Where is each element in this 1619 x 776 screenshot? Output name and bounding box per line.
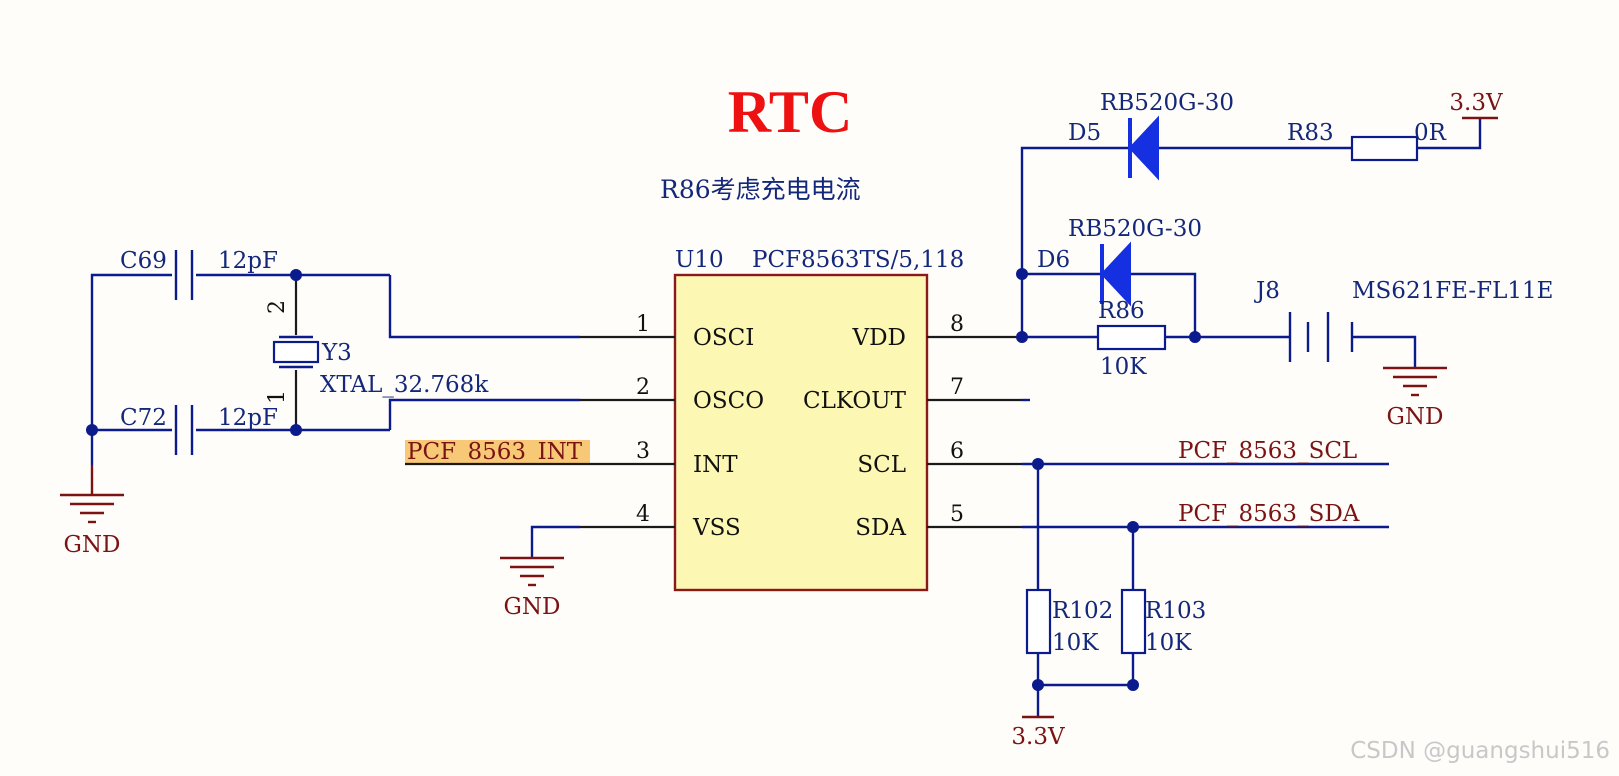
c69-ref: C69 (120, 248, 167, 274)
u10-pin-int: INT (693, 452, 738, 478)
u10-ref: U10 (675, 247, 724, 273)
junction-c69-y3 (290, 269, 302, 281)
wire-j8-gnd (1352, 335, 1417, 368)
vcc-label-top: 3.3V (1449, 90, 1503, 116)
d5-value: RB520G-30 (1100, 90, 1234, 116)
junction-sda (1127, 521, 1139, 533)
u10-pin-5-num: 5 (950, 502, 964, 527)
resistor-r86 (1096, 324, 1167, 351)
wire-c69-left (90, 273, 172, 430)
junction-vdd (1016, 331, 1028, 343)
u10-pin-8-num: 8 (950, 312, 964, 337)
j8-value: MS621FE-FL11E (1352, 278, 1553, 304)
net-label-scl: PCF_8563_SCL (1178, 438, 1357, 464)
i2c-network: PCF_8563_SCL PCF_8563_SDA R102 10K R103 … (1011, 398, 1389, 750)
d6-ref: D6 (1037, 247, 1070, 273)
u10-pin-7-num: 7 (950, 375, 964, 400)
crystal-network: C69 12pF C72 12pF 2 1 Y3 XTAL_32.768k (60, 248, 580, 558)
junction-r86-d6 (1189, 331, 1201, 343)
y3-value: XTAL_32.768k (320, 372, 489, 398)
power-network: RB520G-30 D5 R83 0R 3.3V RB520G-30 D6 R8… (1016, 90, 1553, 430)
wire-d6-cathode (1130, 272, 1197, 337)
net-label-int: PCF_8563_INT (407, 439, 583, 465)
watermark: CSDN @guangshui516 (1350, 738, 1610, 764)
diode-d6 (1100, 241, 1131, 307)
u10-pin-osci: OSCI (693, 325, 754, 351)
d6-triangle (1100, 241, 1131, 307)
u10-pin-scl: SCL (857, 452, 906, 478)
r86-ref: R86 (1098, 298, 1145, 324)
r103-value: 10K (1145, 630, 1192, 656)
chip-u10: 1 2 3 4 8 7 6 5 OSCI OSCO INT VSS VDD CL… (580, 273, 1022, 592)
u10-value: PCF8563TS/5,118 (752, 247, 964, 273)
net-label-sda: PCF_8563_SDA (1178, 501, 1360, 527)
junction-d6-anode (1016, 268, 1028, 280)
junction-c72-y3 (290, 424, 302, 436)
capacitor-c69 (174, 250, 194, 300)
ground-symbol-left (60, 465, 124, 524)
d5-ref: D5 (1068, 120, 1101, 146)
schematic-title: RTC (728, 79, 853, 145)
u10-pin-3-num: 3 (636, 439, 650, 464)
gnd-label-vss: GND (504, 594, 561, 620)
u10-pin-4-num: 4 (636, 502, 650, 527)
wire-osci-net (388, 275, 580, 339)
c69-value: 12pF (218, 248, 278, 274)
junction-scl (1032, 458, 1044, 470)
u10-pin-vss: VSS (692, 515, 741, 541)
u10-pin-clkout: CLKOUT (803, 388, 907, 414)
crystal-y3 (272, 275, 320, 430)
y3-pin-2: 2 (265, 300, 290, 314)
wire-r83-vcc (1417, 118, 1482, 150)
u10-pin-osco: OSCO (693, 388, 764, 414)
resistor-r102 (1025, 588, 1052, 655)
u10-pin-6-num: 6 (950, 439, 964, 464)
u10-pin-vdd: VDD (852, 325, 907, 351)
y3-ref: Y3 (321, 340, 352, 366)
r102-value: 10K (1052, 630, 1099, 656)
int-net-highlight (405, 440, 590, 464)
c72-value: 12pF (218, 405, 278, 431)
u10-pin-sda: SDA (855, 515, 906, 541)
r102-ref: R102 (1052, 598, 1113, 624)
d6-value: RB520G-30 (1068, 216, 1202, 242)
resistor-r103 (1120, 588, 1147, 655)
u10-pin-1-num: 1 (636, 312, 650, 337)
ground-symbol-right (1383, 366, 1447, 397)
junction-r103-bus (1127, 679, 1139, 691)
ground-symbol-vss (500, 525, 580, 587)
r86-value: 10K (1100, 354, 1147, 380)
junction-r102-bus (1032, 679, 1044, 691)
r83-ref: R83 (1287, 120, 1334, 146)
junction-cap-gnd (86, 424, 98, 436)
resistor-r83 (1350, 135, 1419, 162)
diode-d5 (1128, 115, 1159, 181)
design-note: R86考虑充电电流 (660, 175, 861, 204)
wire-osco-net (388, 398, 580, 430)
r83-value: 0R (1414, 120, 1447, 146)
gnd-label-right: GND (1387, 404, 1444, 430)
u10-pin-2-num: 2 (636, 375, 650, 400)
c72-ref: C72 (120, 405, 167, 431)
d5-triangle (1128, 115, 1159, 181)
y3-pin-1: 1 (265, 390, 290, 404)
gnd-label-left: GND (64, 532, 121, 558)
j8-ref: J8 (1254, 278, 1280, 304)
capacitor-c72 (174, 405, 194, 455)
vcc-label-bottom: 3.3V (1011, 724, 1065, 750)
r103-ref: R103 (1145, 598, 1206, 624)
y3-body (272, 340, 320, 364)
u10-body (673, 273, 929, 592)
battery-j8 (1288, 312, 1354, 362)
